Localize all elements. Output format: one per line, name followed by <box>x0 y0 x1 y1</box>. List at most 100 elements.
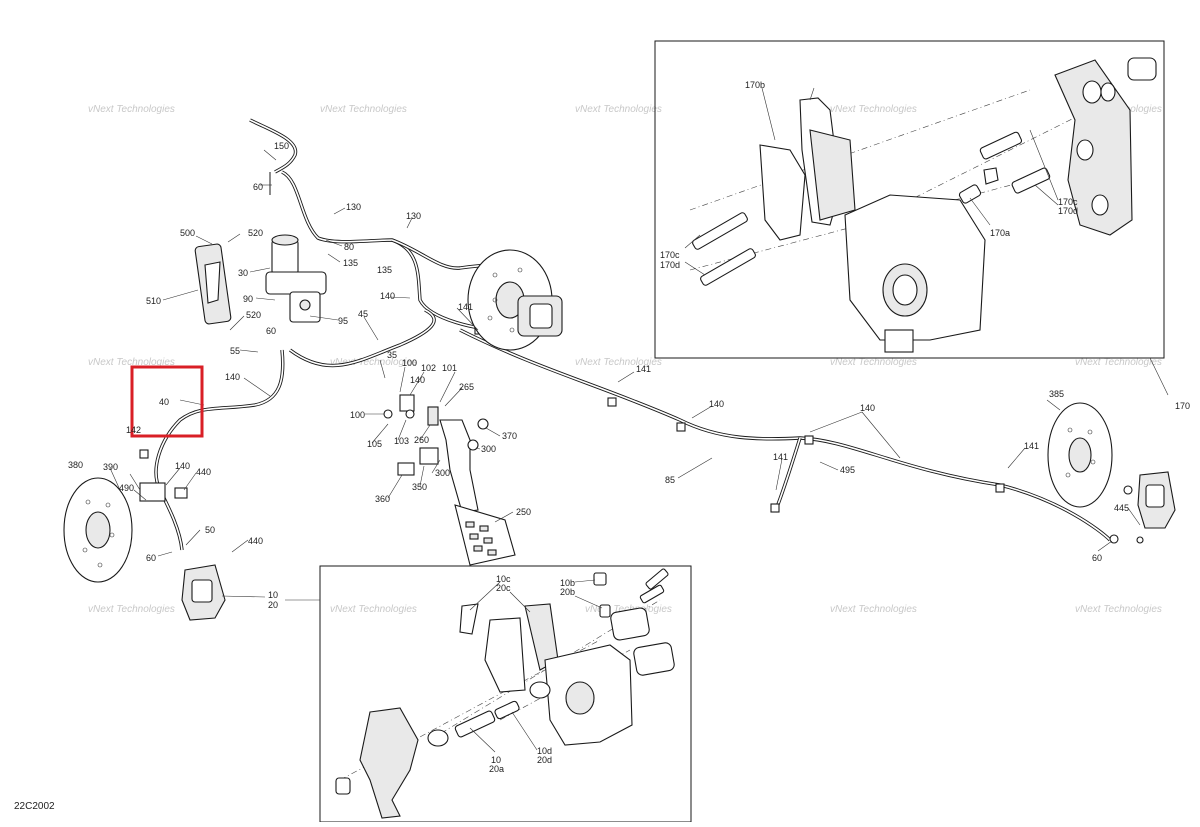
callout-label: 390 <box>103 462 118 472</box>
callout-label: 20 <box>268 600 278 610</box>
watermark: vNext Technologies <box>830 604 917 615</box>
callout-label: 45 <box>358 309 368 319</box>
callout-label: 170 <box>1175 401 1190 411</box>
callout-label: 103 <box>394 436 409 446</box>
callout-label: 80 <box>344 242 354 252</box>
callout-label: 140 <box>175 461 190 471</box>
callout-label: 260 <box>414 435 429 445</box>
callout-label: 445 <box>1114 503 1129 513</box>
watermark: vNext Technologies <box>330 604 417 615</box>
callout-labels: 150 60 130 130 500 520 80 135 135 30 140… <box>68 80 1190 774</box>
callout-label: 300 <box>481 444 496 454</box>
callout-label: 90 <box>243 294 253 304</box>
callout-label: 141 <box>773 452 788 462</box>
callout-label: 50 <box>205 525 215 535</box>
callout-label: 170d <box>1058 206 1078 216</box>
callout-label: 142 <box>126 425 141 435</box>
callout-label: 55 <box>230 346 240 356</box>
callout-label: 60 <box>1092 553 1102 563</box>
callout-label: 265 <box>459 382 474 392</box>
callout-label: 100 <box>402 358 417 368</box>
callout-label: 440 <box>196 467 211 477</box>
watermark: vNext Technologies <box>575 104 662 115</box>
callout-label: 130 <box>346 202 361 212</box>
watermark: vNext Technologies <box>1075 357 1162 368</box>
callout-label: 60 <box>253 182 263 192</box>
watermark: vNext Technologies <box>575 357 662 368</box>
callout-label: 20d <box>537 755 552 765</box>
callout-label: 135 <box>343 258 358 268</box>
front-right-disc <box>467 249 563 351</box>
callout-label: 495 <box>840 465 855 475</box>
callout-label: 350 <box>412 482 427 492</box>
callout-label: 440 <box>248 536 263 546</box>
callout-label: 170b <box>745 80 765 90</box>
rear-caliper-inset-frame <box>654 40 1165 359</box>
master-cylinder <box>194 234 327 325</box>
callout-label: 170c <box>1058 197 1078 207</box>
callout-label: 360 <box>375 494 390 504</box>
watermark: vNext Technologies <box>830 357 917 368</box>
callout-label: 140 <box>225 372 240 382</box>
callout-label: 40 <box>159 397 169 407</box>
callout-label: 130 <box>406 211 421 221</box>
callout-label: 102 <box>421 363 436 373</box>
watermark: vNext Technologies <box>330 357 417 368</box>
callout-label: 10b <box>560 578 575 588</box>
callout-label: 10c <box>496 574 511 584</box>
callout-label: 170d <box>660 260 680 270</box>
callout-label: 500 <box>180 228 195 238</box>
callout-label: 140 <box>410 375 425 385</box>
brake-lines <box>139 118 1112 551</box>
leader-lines <box>109 87 1141 753</box>
watermark: vNext Technologies <box>88 604 175 615</box>
callout-label: 85 <box>665 475 675 485</box>
callout-label: 385 <box>1049 389 1064 399</box>
front-caliper-exploded <box>335 568 675 819</box>
highlight-box <box>130 365 204 438</box>
callout-label: 141 <box>458 302 473 312</box>
callout-label: 20b <box>560 587 575 597</box>
callout-label: 60 <box>266 326 276 336</box>
watermark: vNext Technologies <box>320 104 407 115</box>
callout-label: 170c <box>660 250 680 260</box>
watermark: vNext Technologies <box>88 357 175 368</box>
callout-label: 140 <box>709 399 724 409</box>
callout-label: 10d <box>537 746 552 756</box>
diagram-code: 22C2002 <box>14 801 55 812</box>
rear-disc <box>1047 402 1176 544</box>
callout-label: 141 <box>636 364 651 374</box>
callout-label: 520 <box>248 228 263 238</box>
callout-label: 490 <box>119 483 134 493</box>
callout-label: 370 <box>502 431 517 441</box>
watermark: vNext Technologies <box>830 104 917 115</box>
brake-pedal <box>383 394 516 566</box>
callout-label: 250 <box>516 507 531 517</box>
front-left-disc <box>63 477 226 621</box>
watermark: vNext Technologies <box>1075 604 1162 615</box>
rear-caliper-exploded <box>689 57 1157 353</box>
callout-label: 135 <box>377 265 392 275</box>
callout-label: 140 <box>860 403 875 413</box>
callout-label: 10 <box>491 755 501 765</box>
callout-label: 380 <box>68 460 83 470</box>
callout-label: 170a <box>990 228 1010 238</box>
watermark: vNext Technologies <box>88 104 175 115</box>
callout-label: 141 <box>1024 441 1039 451</box>
callout-label: 520 <box>246 310 261 320</box>
callout-label: 30 <box>238 268 248 278</box>
callout-label: 101 <box>442 363 457 373</box>
callout-label: 510 <box>146 296 161 306</box>
callout-label: 105 <box>367 439 382 449</box>
callout-label: 10 <box>268 590 278 600</box>
callout-label: 140 <box>380 291 395 301</box>
callout-label: 35 <box>387 350 397 360</box>
callout-label: 20c <box>496 583 511 593</box>
callout-label: 60 <box>146 553 156 563</box>
inset-leader <box>1149 357 1169 396</box>
callout-label: 100 <box>350 410 365 420</box>
callout-label: 300 <box>435 468 450 478</box>
callout-label: 150 <box>274 141 289 151</box>
